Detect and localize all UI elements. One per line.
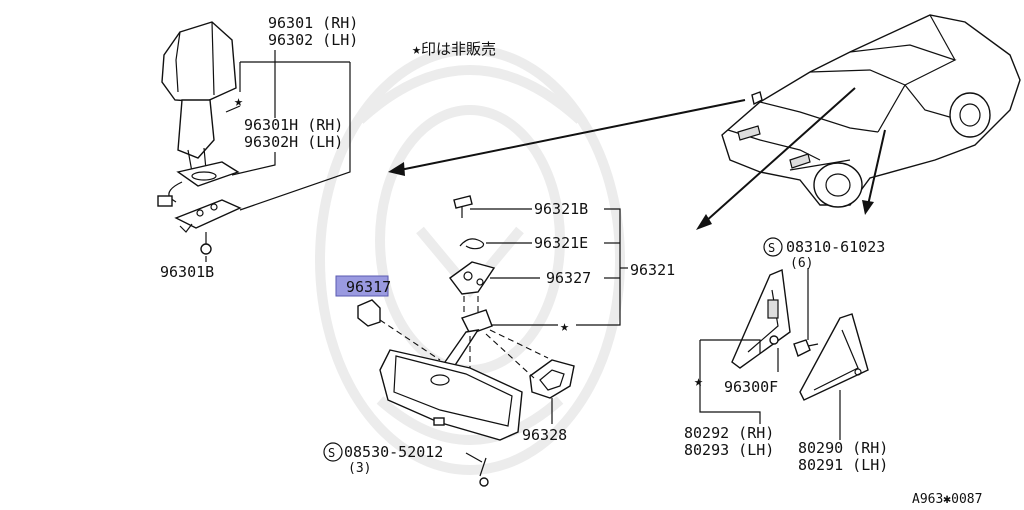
s-mark-letter: S xyxy=(768,241,775,255)
label-mirror-base: 96301B xyxy=(160,263,214,281)
pointer-arrows xyxy=(388,87,886,230)
label-corner-finisher-rh: 80292 (RH) xyxy=(684,424,774,442)
star-mark: ★ xyxy=(694,372,703,390)
label-inner-mirror-bolt: 96321B xyxy=(534,200,588,218)
car-drawing xyxy=(721,14,1021,208)
star-mark: ★ xyxy=(560,317,569,335)
label-corner-bolt-qty: (6) xyxy=(790,256,813,271)
screw-s-mark: S xyxy=(323,442,343,462)
label-highlighted-part[interactable]: 96317 xyxy=(346,278,391,296)
label-screw-code: 08530-52012 xyxy=(344,443,443,461)
label-outer-mirror-lh: 96302 (LH) xyxy=(268,31,358,49)
label-outer-mirror-rh: 96301 (RH) xyxy=(268,14,358,32)
label-corner-cover-lh: 80291 (LH) xyxy=(798,456,888,474)
label-inner-mirror-assy: 96321 xyxy=(630,261,675,279)
label-inner-mirror-cover: 96328 xyxy=(522,426,567,444)
corner-finisher-drawing xyxy=(731,269,869,401)
label-corner-part: 96300F xyxy=(724,378,778,396)
drawing-code: A963✱0087 xyxy=(912,492,982,507)
label-screw-qty: (3) xyxy=(348,461,371,476)
label-corner-bolt-code: 08310-61023 xyxy=(786,238,885,256)
label-inner-mirror-clip: 96321E xyxy=(534,234,588,252)
non-sale-note: ★印は非販売 xyxy=(412,40,496,58)
label-corner-cover-rh: 80290 (RH) xyxy=(798,439,888,457)
star-mark: ★ xyxy=(234,92,243,110)
label-corner-finisher-lh: 80293 (LH) xyxy=(684,441,774,459)
inner-mirror-leaders xyxy=(379,208,628,463)
inner-mirror-drawing xyxy=(357,195,575,487)
outer-mirror-drawing xyxy=(157,21,242,255)
label-inner-mirror-bracket: 96327 xyxy=(546,269,591,287)
corner-finisher-leaders xyxy=(699,268,841,440)
outer-mirror-leaders xyxy=(205,50,351,262)
label-mirror-body-lh: 96302H (LH) xyxy=(244,133,343,151)
highlighted-part-box[interactable] xyxy=(335,275,389,297)
s-mark-letter: S xyxy=(328,446,335,460)
corner-bolt-s-mark: S xyxy=(763,237,783,257)
label-mirror-body-rh: 96301H (RH) xyxy=(244,116,343,134)
